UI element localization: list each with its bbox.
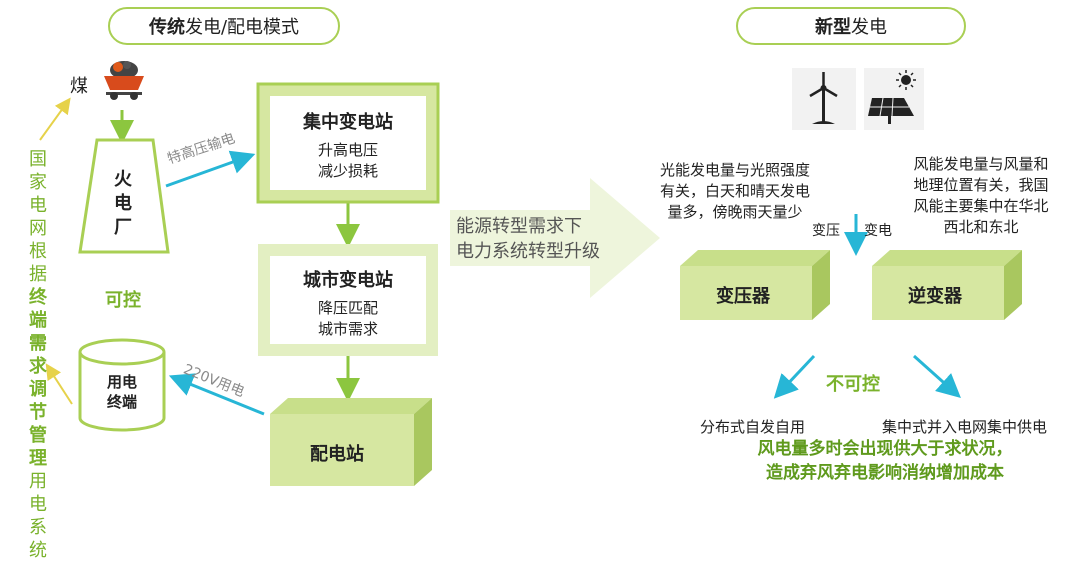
feedback-char: 系 <box>29 517 47 538</box>
central-substation-line1: 升高电压 <box>317 141 378 159</box>
terminal: 用电 终端 <box>84 372 160 412</box>
feedback-char: 求 <box>29 356 47 377</box>
right-header-rest: 发电 <box>851 17 887 38</box>
central-substation-line2: 减少损耗 <box>317 162 378 180</box>
feedback-char: 据 <box>29 264 47 285</box>
terminal-cylinder <box>78 352 166 432</box>
right-header: 新型发电 <box>736 7 966 45</box>
transform-left-label: 变压 <box>812 223 840 239</box>
city-substation: 城市变电站 降压匹配 城市需求 <box>270 266 426 340</box>
distributed-label: 分布式自发自用 <box>700 418 806 436</box>
wind-turbine-icon <box>792 68 856 130</box>
transformer-title: 变压器 <box>716 286 770 307</box>
wind-note-line1: 风能发电量与风量和 <box>913 155 1049 173</box>
city-substation-line1: 降压匹配 <box>317 299 378 317</box>
transition-arrow <box>450 178 660 298</box>
transform-right-label: 变电 <box>864 223 892 239</box>
centralized-label: 集中式并入电网集中供电 <box>882 418 1048 436</box>
distribution-cube-side <box>414 398 432 486</box>
feedback-char: 理 <box>29 448 47 469</box>
feedback-return-arrow <box>45 363 73 405</box>
feedback-char: 家 <box>29 172 47 193</box>
city-substation-title: 城市变电站 <box>303 270 393 291</box>
feedback-char: 需 <box>29 333 47 354</box>
feedback-text: 国家电网根据终端需求调节管理用电系统 <box>28 148 48 562</box>
conclusion: 风电量多时会出现供大于求状况， 造成弃风弃电影响消纳增加成本 <box>700 437 1070 485</box>
right-header-bold: 新型 <box>815 17 851 38</box>
conclusion-line1: 风电量多时会出现供大于求状况， <box>757 439 1013 459</box>
distribution-cube-top <box>270 398 432 414</box>
plant-char-1: 火 <box>114 169 132 190</box>
to-distributed-arrow <box>773 354 816 399</box>
coal-label: 煤 <box>70 76 88 97</box>
feedback-char: 终 <box>29 287 47 308</box>
controllable-label: 可控 <box>105 290 141 311</box>
left-header: 传统发电/配电模式 <box>108 7 340 45</box>
feedback-char: 国 <box>29 149 47 170</box>
city-substation-line2: 城市需求 <box>317 320 378 338</box>
solar-panel-icon <box>864 68 924 130</box>
solar-note-line3: 量多，傍晚雨天量少 <box>667 203 803 221</box>
power-plant-label: 火 电 厂 <box>112 168 134 240</box>
wind-note-line4: 西北和东北 <box>943 218 1019 236</box>
central-substation-title: 集中变电站 <box>303 112 393 133</box>
terminal-line1: 用电 <box>106 373 137 391</box>
feedback-char: 调 <box>29 379 47 400</box>
distribution-station-title: 配电站 <box>310 444 364 465</box>
feedback-char: 节 <box>29 402 47 423</box>
transformer-cube <box>680 266 812 320</box>
feedback-up-arrow <box>39 97 71 141</box>
left-header-bold: 传统 <box>148 17 185 38</box>
feedback-char: 管 <box>29 425 47 446</box>
solar-note: 光能发电量与光照强度 有关，白天和晴天发电 量多，傍晚雨天量少 <box>640 160 830 223</box>
plant-char-3: 厂 <box>114 217 132 238</box>
plant-char-2: 电 <box>114 193 132 214</box>
uhv-arrow <box>165 150 256 188</box>
feedback-char: 根 <box>29 241 47 262</box>
wind-note: 风能发电量与风量和 地理位置有关，我国 风能主要集中在华北 西北和东北 <box>888 154 1074 238</box>
distribution-cube-front <box>270 414 414 486</box>
v220-arrow <box>168 373 265 416</box>
feedback-char: 网 <box>29 218 47 239</box>
conclusion-line2: 造成弃风弃电影响消纳增加成本 <box>766 463 1004 483</box>
wind-note-line2: 地理位置有关，我国 <box>913 176 1049 194</box>
to-centralized-arrow <box>912 354 961 399</box>
solar-note-line2: 有关，白天和晴天发电 <box>659 182 810 200</box>
transition-line2: 电力系统转型升级 <box>456 241 600 262</box>
solar-note-line1: 光能发电量与光照强度 <box>659 161 810 179</box>
feedback-char: 电 <box>29 195 47 216</box>
power-plant-shape <box>78 138 170 254</box>
feedback-char: 统 <box>29 540 47 561</box>
central-substation: 集中变电站 升高电压 减少损耗 <box>270 108 426 182</box>
transition-line1: 能源转型需求下 <box>456 216 582 237</box>
inverter-title: 逆变器 <box>908 286 962 307</box>
uncontrollable-label: 不可控 <box>826 374 880 395</box>
traditional-flow-diagram <box>39 82 1022 486</box>
wind-note-line3: 风能主要集中在华北 <box>913 197 1049 215</box>
feedback-char: 电 <box>29 494 47 515</box>
feedback-char: 用 <box>29 471 47 492</box>
left-header-rest: 发电/配电模式 <box>184 17 300 38</box>
feedback-char: 端 <box>29 310 47 331</box>
inverter-cube <box>872 266 1004 320</box>
terminal-line2: 终端 <box>106 393 137 411</box>
coal-cart-icon <box>104 61 144 100</box>
transition-text: 能源转型需求下 电力系统转型升级 <box>456 214 636 264</box>
